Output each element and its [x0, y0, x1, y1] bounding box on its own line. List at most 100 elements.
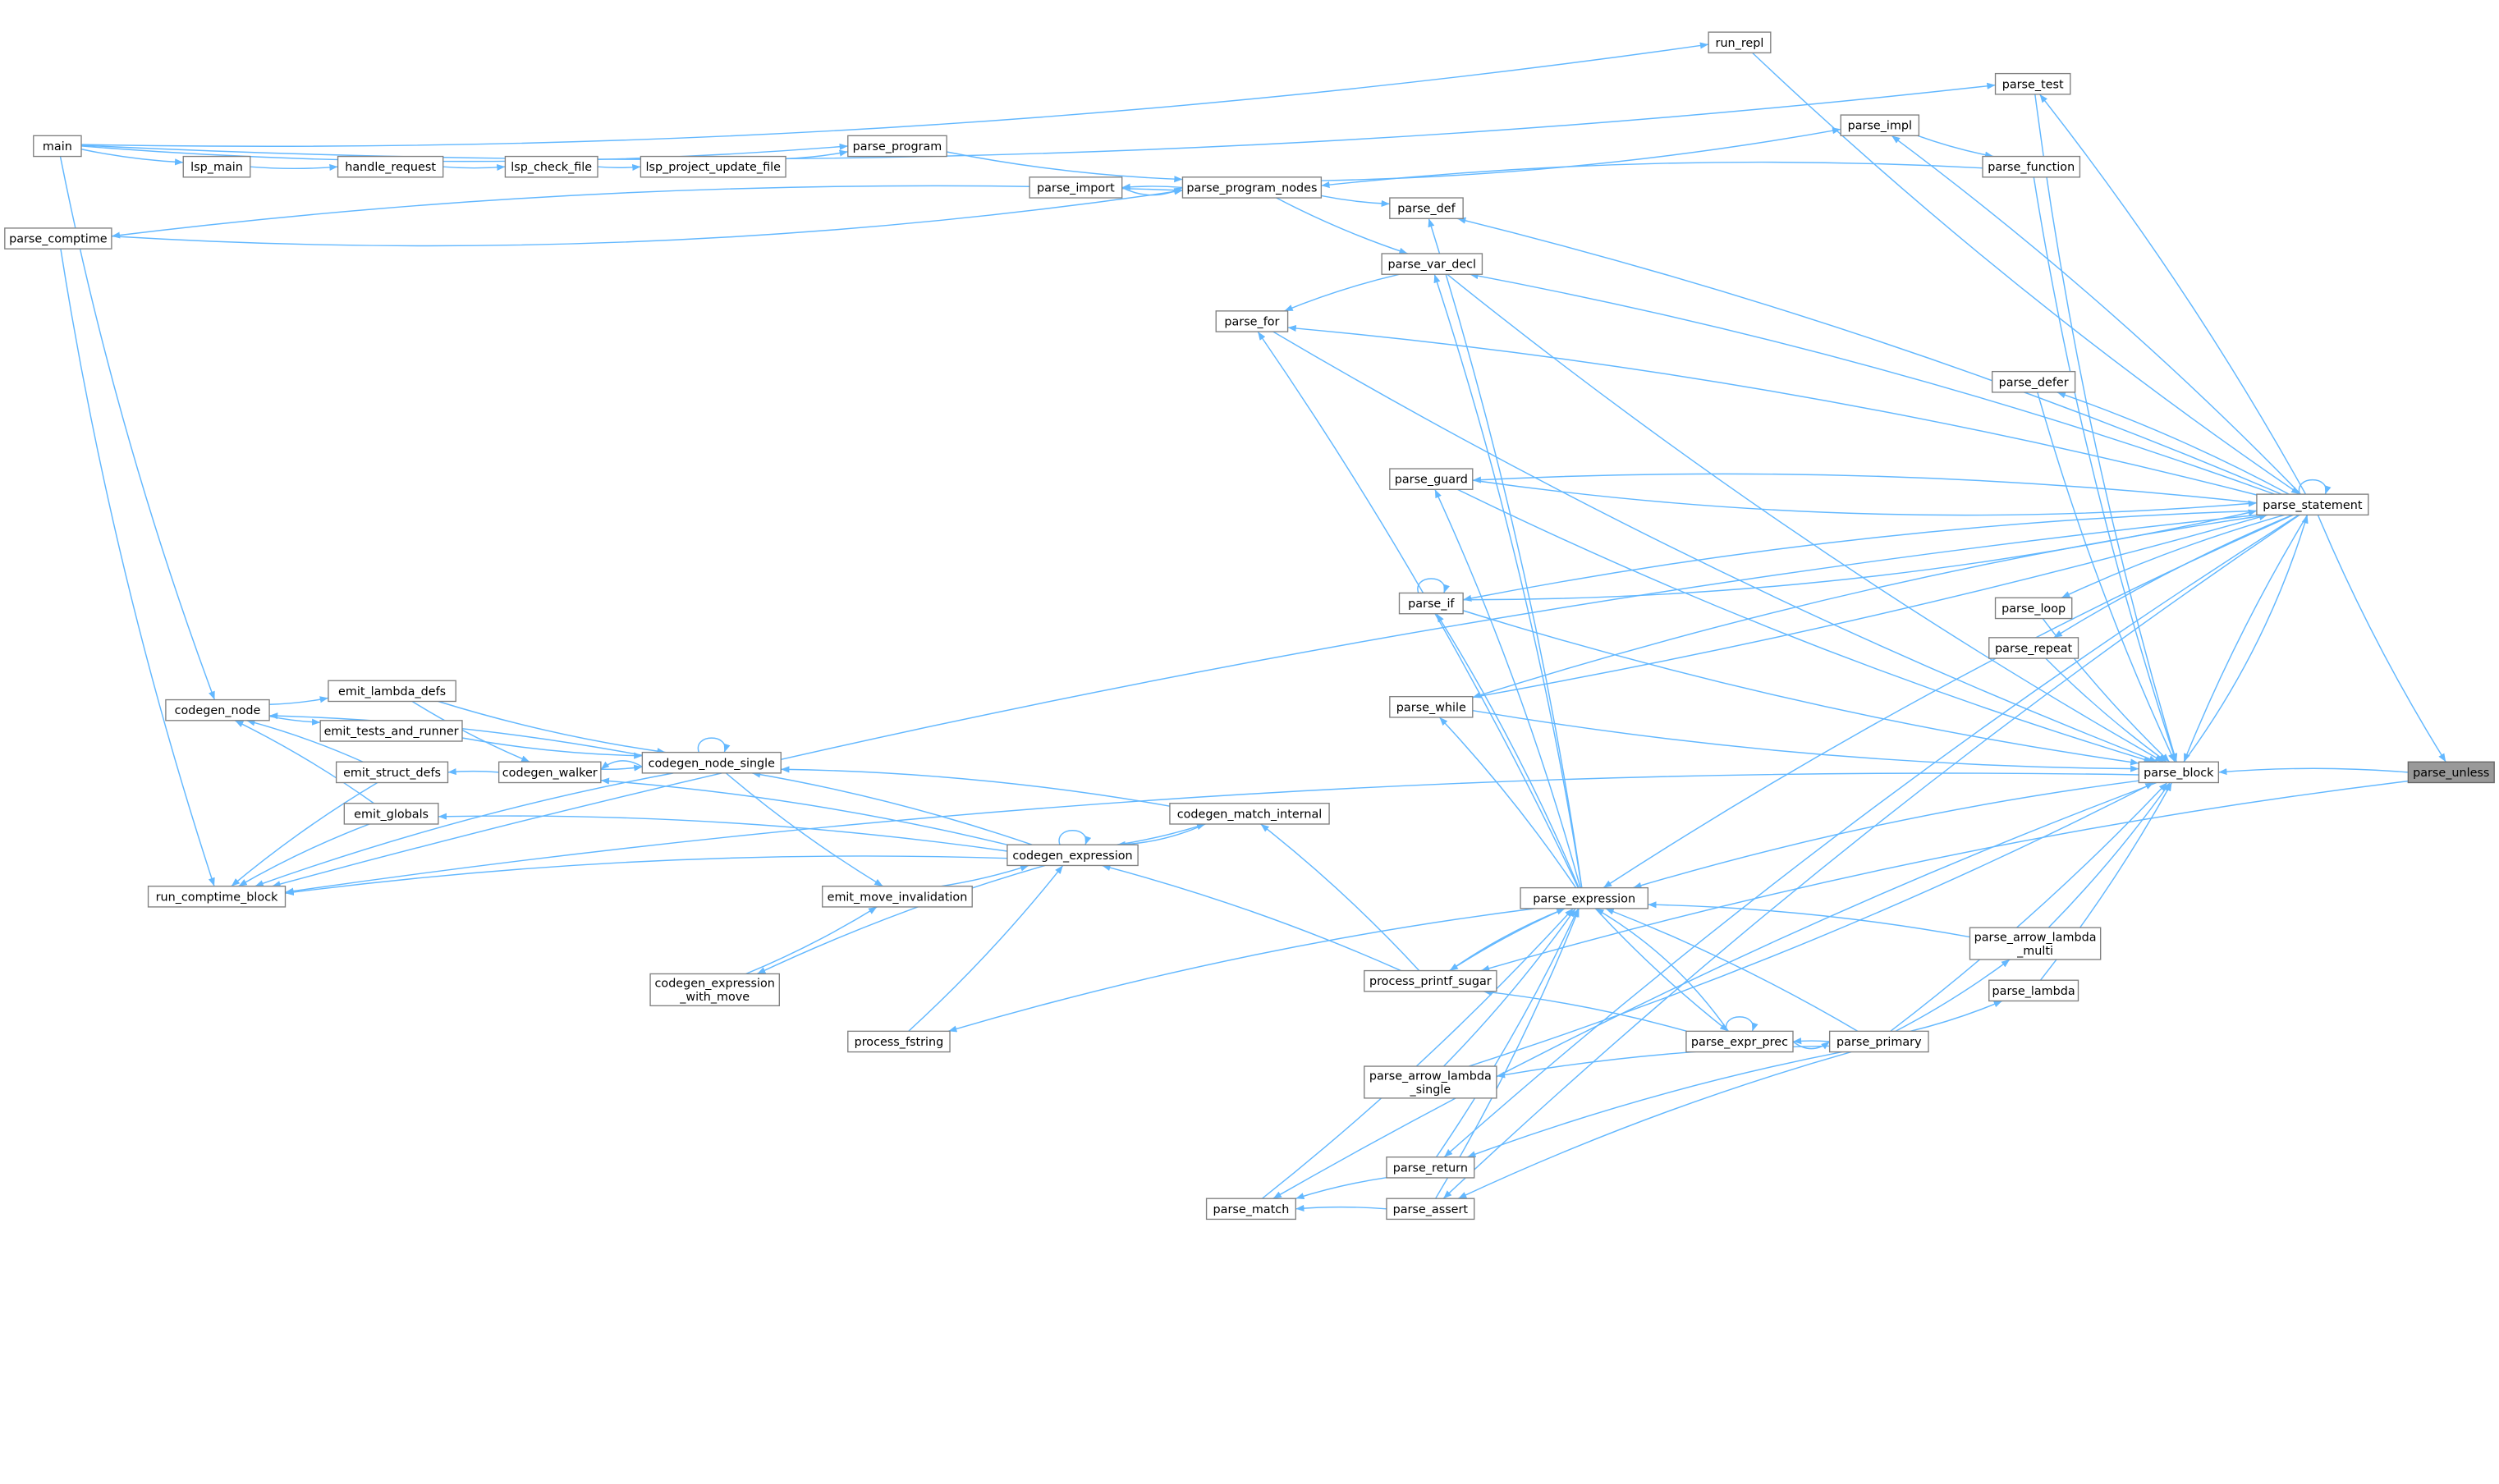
node-codegen-match-internal[interactable]: codegen_match_internal [1169, 803, 1330, 825]
node-lsp-project-update-file[interactable]: lsp_project_update_file [640, 155, 786, 178]
node-label: parse_impl [1848, 120, 1912, 133]
edge-parse_statement-to-parse_unless [2317, 515, 2446, 763]
node-box [1389, 695, 1474, 718]
node-parse-return[interactable]: parse_return [1386, 1157, 1475, 1179]
node-box [640, 155, 786, 178]
node-label: codegen_match_internal [1177, 808, 1323, 821]
node-label: lsp_main [190, 161, 243, 174]
node-label: parse_loop [2001, 602, 2066, 616]
edge-parse_arrow_lambda_multi-to-parse_block [2047, 782, 2171, 928]
edge-codegen_node-to-emit_lambda_defs [269, 696, 329, 705]
node-box [1169, 803, 1330, 825]
edge-parse_statement-to-parse_test [2038, 94, 2307, 495]
node-emit-globals[interactable]: emit_globals [343, 803, 439, 825]
edge-codegen_expression-to-codegen_expression_with_move [756, 864, 1046, 975]
node-label: parse_match [1213, 1203, 1290, 1216]
node-emit-lambda-defs[interactable]: emit_lambda_defs [328, 680, 456, 703]
node-parse-expr-prec[interactable]: parse_expr_prec [1685, 1030, 1794, 1053]
edge-emit_move_invalidation-to-codegen_expression [941, 864, 1029, 887]
edge-parse_statement-to-parse_guard [1472, 473, 2257, 504]
edge-parse_unless-to-process_printf_sugar [1480, 780, 2409, 972]
node-label: main [43, 140, 72, 153]
node-process-printf-sugar[interactable]: process_printf_sugar [1364, 969, 1497, 992]
node-parse-test[interactable]: parse_test [1994, 72, 2071, 95]
node-parse-assert[interactable]: parse_assert [1386, 1198, 1475, 1221]
node-label: codegen_node_single [649, 757, 776, 770]
edge-codegen_match_internal-to-codegen_expression [1117, 823, 1206, 848]
edge-parse_match-to-parse_expression [1262, 908, 1574, 1199]
node-parse-match[interactable]: parse_match [1205, 1198, 1296, 1221]
node-parse-program-nodes[interactable]: parse_program_nodes [1181, 176, 1323, 199]
node-parse-def[interactable]: parse_def [1389, 197, 1464, 219]
node-process-fstring[interactable]: process_fstring [847, 1030, 951, 1053]
node-lsp-check-file[interactable]: lsp_check_file [504, 155, 598, 178]
node-parse-loop[interactable]: parse_loop [1994, 597, 2073, 620]
node-box [4, 227, 112, 250]
node-box [1205, 1198, 1296, 1221]
node-label: lsp_check_file [511, 161, 592, 174]
node-label: parse_block [2144, 767, 2214, 780]
edge-parse_statement-to-parse_loop [2061, 514, 2286, 598]
node-parse-function[interactable]: parse_function [1982, 155, 2081, 178]
node-box [1398, 592, 1464, 615]
node-parse-while[interactable]: parse_while [1389, 695, 1474, 718]
node-codegen-walker[interactable]: codegen_walker [498, 761, 602, 784]
node-parse-impl[interactable]: parse_impl [1840, 114, 1920, 137]
node-codegen-expression-with-move[interactable]: codegen_expression_with_move [649, 973, 780, 1006]
node-parse-primary[interactable]: parse_primary [1828, 1030, 1929, 1053]
edge-parse_statement-to-parse_assert [1442, 514, 2300, 1199]
edge-parse_unless-to-parse_block [2218, 767, 2409, 776]
node-parse-var-decl[interactable]: parse_var_decl [1381, 253, 1483, 275]
edge-parse_function-to-parse_program_nodes [1321, 161, 1983, 189]
node-parse-for[interactable]: parse_for [1215, 310, 1289, 332]
edge-process_printf_sugar-to-parse_expression [1449, 908, 1566, 972]
edge-parse_primary-to-parse_arrow_lambda_multi [1895, 959, 2011, 1032]
edge-parse_expression-to-parse_while [1438, 717, 1577, 889]
node-parse-guard[interactable]: parse_guard [1389, 468, 1474, 490]
node-box [847, 1030, 951, 1053]
edge-parse_statement-to-parse_statement [2298, 479, 2332, 495]
node-emit-tests-and-runner[interactable]: emit_tests_and_runner [319, 720, 463, 742]
node-run-comptime-block[interactable]: run_comptime_block [147, 886, 287, 908]
node-box [2138, 761, 2220, 784]
node-lsp-main[interactable]: lsp_main [182, 155, 251, 178]
edge-codegen_match_internal-to-codegen_node_single [781, 766, 1171, 807]
node-parse-repeat[interactable]: parse_repeat [1988, 637, 2079, 659]
node-parse-comptime[interactable]: parse_comptime [4, 227, 112, 250]
node-emit-struct-defs[interactable]: emit_struct_defs [335, 761, 449, 784]
node-parse-block[interactable]: parse_block [2138, 761, 2220, 784]
node-main[interactable]: main [33, 135, 82, 158]
node-codegen-node-single[interactable]: codegen_node_single [641, 751, 782, 774]
node-run-repl[interactable]: run_repl [1708, 31, 1772, 54]
node-parse-import[interactable]: parse_import [1029, 176, 1123, 199]
edge-parse_statement-to-parse_expression [1603, 514, 2294, 889]
edge-parse_expr_prec-to-parse_expression [1594, 908, 1729, 1032]
node-parse-unless[interactable]: parse_unless [2407, 761, 2495, 784]
node-parse-arrow-lambda-single[interactable]: parse_arrow_lambda_single [1364, 1065, 1497, 1099]
node-parse-program[interactable]: parse_program [847, 135, 947, 158]
node-handle-request[interactable]: handle_request [337, 155, 444, 178]
node-label: codegen_walker [502, 767, 598, 780]
node-parse-lambda[interactable]: parse_lambda [1988, 979, 2079, 1002]
node-parse-expression[interactable]: parse_expression [1520, 886, 1649, 909]
edge-parse_primary-to-parse_expr_prec [1792, 1037, 1830, 1045]
node-codegen-node[interactable]: codegen_node [165, 698, 270, 721]
node-parse-statement[interactable]: parse_statement [2256, 493, 2369, 516]
node-label: process_printf_sugar [1369, 975, 1492, 988]
node-parse-if[interactable]: parse_if [1398, 592, 1464, 615]
node-parse-arrow-lambda-multi[interactable]: parse_arrow_lambda_multi [1969, 927, 2102, 960]
node-box [2256, 493, 2369, 516]
edge-handle_request-to-lsp_check_file [442, 163, 506, 172]
edge-emit_tests_and_runner-to-codegen_node_single [461, 737, 643, 759]
edge-codegen_node_single-to-run_comptime_block [254, 772, 674, 887]
node-label: process_fstring [855, 1036, 944, 1049]
node-codegen-expression[interactable]: codegen_expression [1006, 844, 1139, 867]
node-box [147, 886, 287, 908]
node-emit-move-invalidation[interactable]: emit_move_invalidation [822, 886, 973, 908]
edge-parse_comptime-to-parse_program_nodes [111, 188, 1183, 247]
edge-codegen_expression-to-codegen_walker [600, 777, 1008, 845]
node-box [1969, 927, 2102, 960]
node-box [1991, 370, 2076, 393]
node-parse-defer[interactable]: parse_defer [1991, 370, 2076, 393]
edge-codegen_node_single-to-codegen_node_single [697, 737, 731, 753]
